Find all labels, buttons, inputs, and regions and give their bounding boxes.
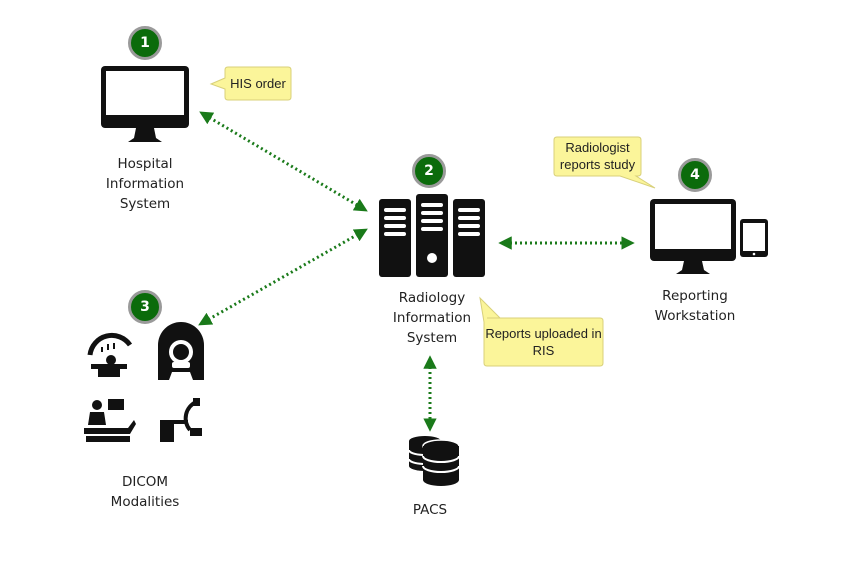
callout-reports-uploaded-shape (479, 296, 604, 367)
tablet-icon (740, 219, 768, 257)
connector-his-ris (199, 111, 368, 212)
database-icon (408, 436, 460, 486)
server-icon (379, 194, 485, 277)
pacs-label: PACS (412, 502, 448, 518)
ultrasound-icon (84, 399, 136, 442)
step-badge-3: 3 (128, 290, 162, 324)
callout-radiologist-reports: Radiologist reports study (559, 140, 636, 172)
c-arm-icon (160, 398, 202, 442)
callout-radiologist-shape (553, 136, 656, 189)
workstation-label: Reporting Workstation (654, 288, 736, 324)
callout-his-order: HIS order (230, 76, 286, 91)
connector-modalities-ris (198, 228, 368, 326)
callout-his-order-shape (209, 66, 292, 101)
step-badge-4: 4 (678, 158, 712, 192)
callout-reports-uploaded: Reports uploaded in RIS (485, 326, 602, 358)
ct-scanner-icon (87, 333, 133, 377)
monitor-icon (101, 66, 189, 142)
workstation-monitor-icon (650, 199, 736, 274)
step-badge-2: 2 (412, 154, 446, 188)
ris-label: Radiology Information System (392, 290, 472, 346)
his-label: Hospital Information System (105, 156, 185, 212)
modalities-label: DICOM Modalities (110, 474, 180, 510)
mri-scanner-icon (158, 322, 204, 380)
step-badge-1: 1 (128, 26, 162, 60)
